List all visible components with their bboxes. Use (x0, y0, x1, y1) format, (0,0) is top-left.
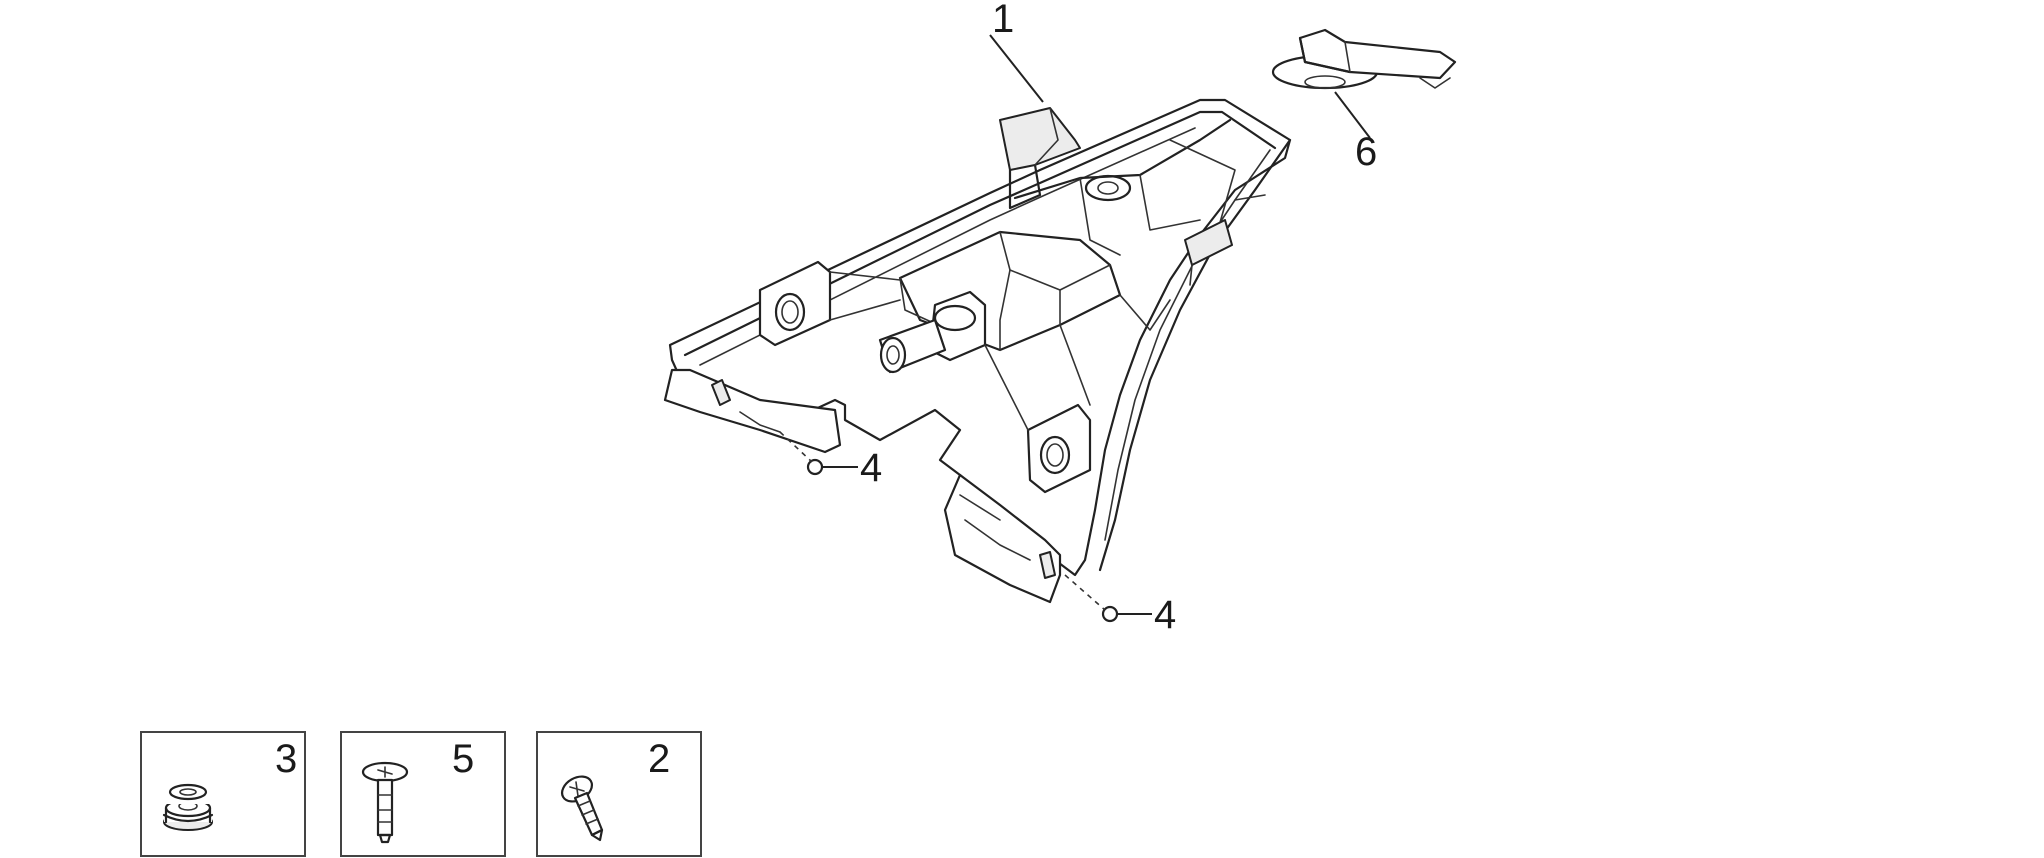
part-box-5: 5 (340, 731, 506, 857)
part-box-2: 2 (536, 731, 702, 857)
callout-5: 5 (452, 737, 474, 781)
part-box-3: 3 (140, 731, 306, 857)
callout-4-left: 4 (860, 446, 882, 490)
flanged-bolt-icon (361, 761, 409, 844)
leader-lines (779, 34, 1371, 615)
callout-3: 3 (275, 737, 297, 781)
callout-6: 6 (1355, 130, 1377, 174)
callout-4-right: 4 (1154, 593, 1176, 637)
grommet-icon (162, 783, 214, 831)
rubber-cap-icon (1271, 28, 1457, 90)
self-tapping-screw-icon (560, 775, 604, 842)
rear-mudguard-bracket-icon (663, 98, 1292, 604)
callout-2: 2 (648, 737, 670, 781)
callout-1: 1 (992, 0, 1014, 41)
